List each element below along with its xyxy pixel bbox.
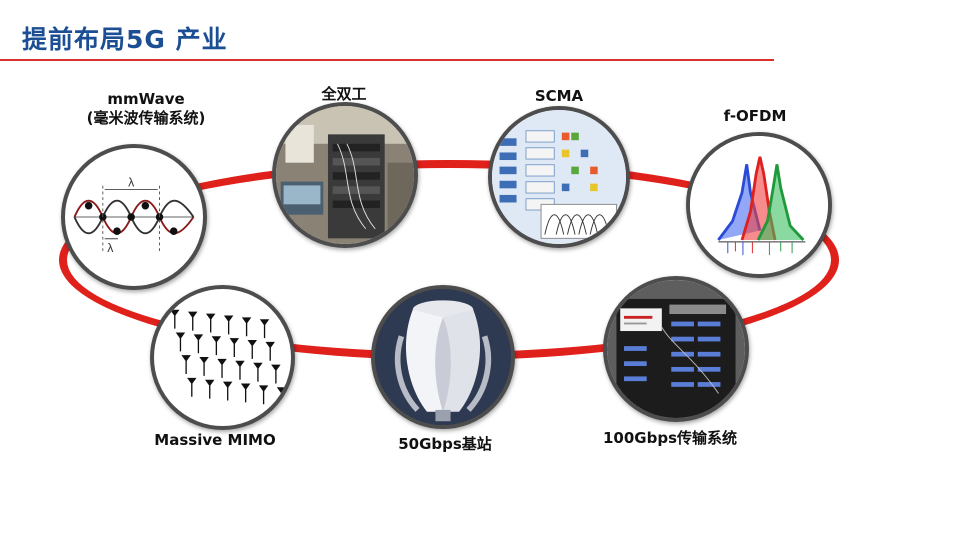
antenna-element [253,362,263,382]
lab-equipment-photo [276,106,414,244]
scma-label: SCMA [534,87,584,105]
antenna-element [193,334,204,354]
antenna-element [240,383,251,403]
full-duplex-label: 全双工 [321,85,367,103]
antenna-element [170,309,180,329]
antenna-element [247,340,257,359]
base-station-label: 50Gbps基站 [398,435,492,453]
antenna-element [258,385,269,405]
base-station-photo [375,289,511,425]
mmwave-label-line1: mmWave [107,90,185,108]
mmwave-node: λ λ [61,144,207,290]
title-underline [0,59,774,61]
f-ofdm-label: f-OFDM [723,107,787,125]
antenna-element [229,338,240,358]
antenna-element [271,364,281,384]
antenna-element [187,377,197,397]
antenna-element [265,341,275,361]
transmission-system-label: 100Gbps传输系统 [602,429,738,447]
antenna-element [188,311,198,331]
antenna-element [205,313,216,333]
full-duplex-node [272,102,418,248]
lambda-mark-top: λ [128,176,135,190]
antenna-element [223,315,234,335]
page-title: 提前布局5G 产业 [22,25,228,54]
scma-codebook-diagram [492,110,626,244]
antenna-element [181,355,191,375]
massive-mimo-node [150,285,295,430]
antenna-element [276,387,287,407]
antenna-element [175,332,186,352]
lambda-mark-bottom: λ [107,241,114,255]
antenna-element [217,358,227,378]
f-ofdm-node [686,132,832,278]
mmwave-label-line2: (毫米波传输系统) [86,109,206,127]
antenna-array-graphic [170,309,287,407]
scma-node [488,106,630,248]
f-ofdm-spectrum-graphic [690,136,828,274]
antenna-element [235,360,245,380]
antenna-element [199,357,209,376]
antenna-element [241,317,252,337]
server-rack-photo [607,280,745,418]
base-station-node [371,285,515,429]
mmwave-label: mmWave (毫米波传输系统) [66,90,226,128]
massive-mimo-label: Massive MIMO [154,431,276,449]
transmission-system-node [603,276,749,422]
antenna-element [211,336,222,356]
antenna-element [259,319,270,339]
antenna-element [205,379,215,399]
antenna-element [222,381,233,401]
mmwave-wave-graphic: λ λ [73,176,195,255]
